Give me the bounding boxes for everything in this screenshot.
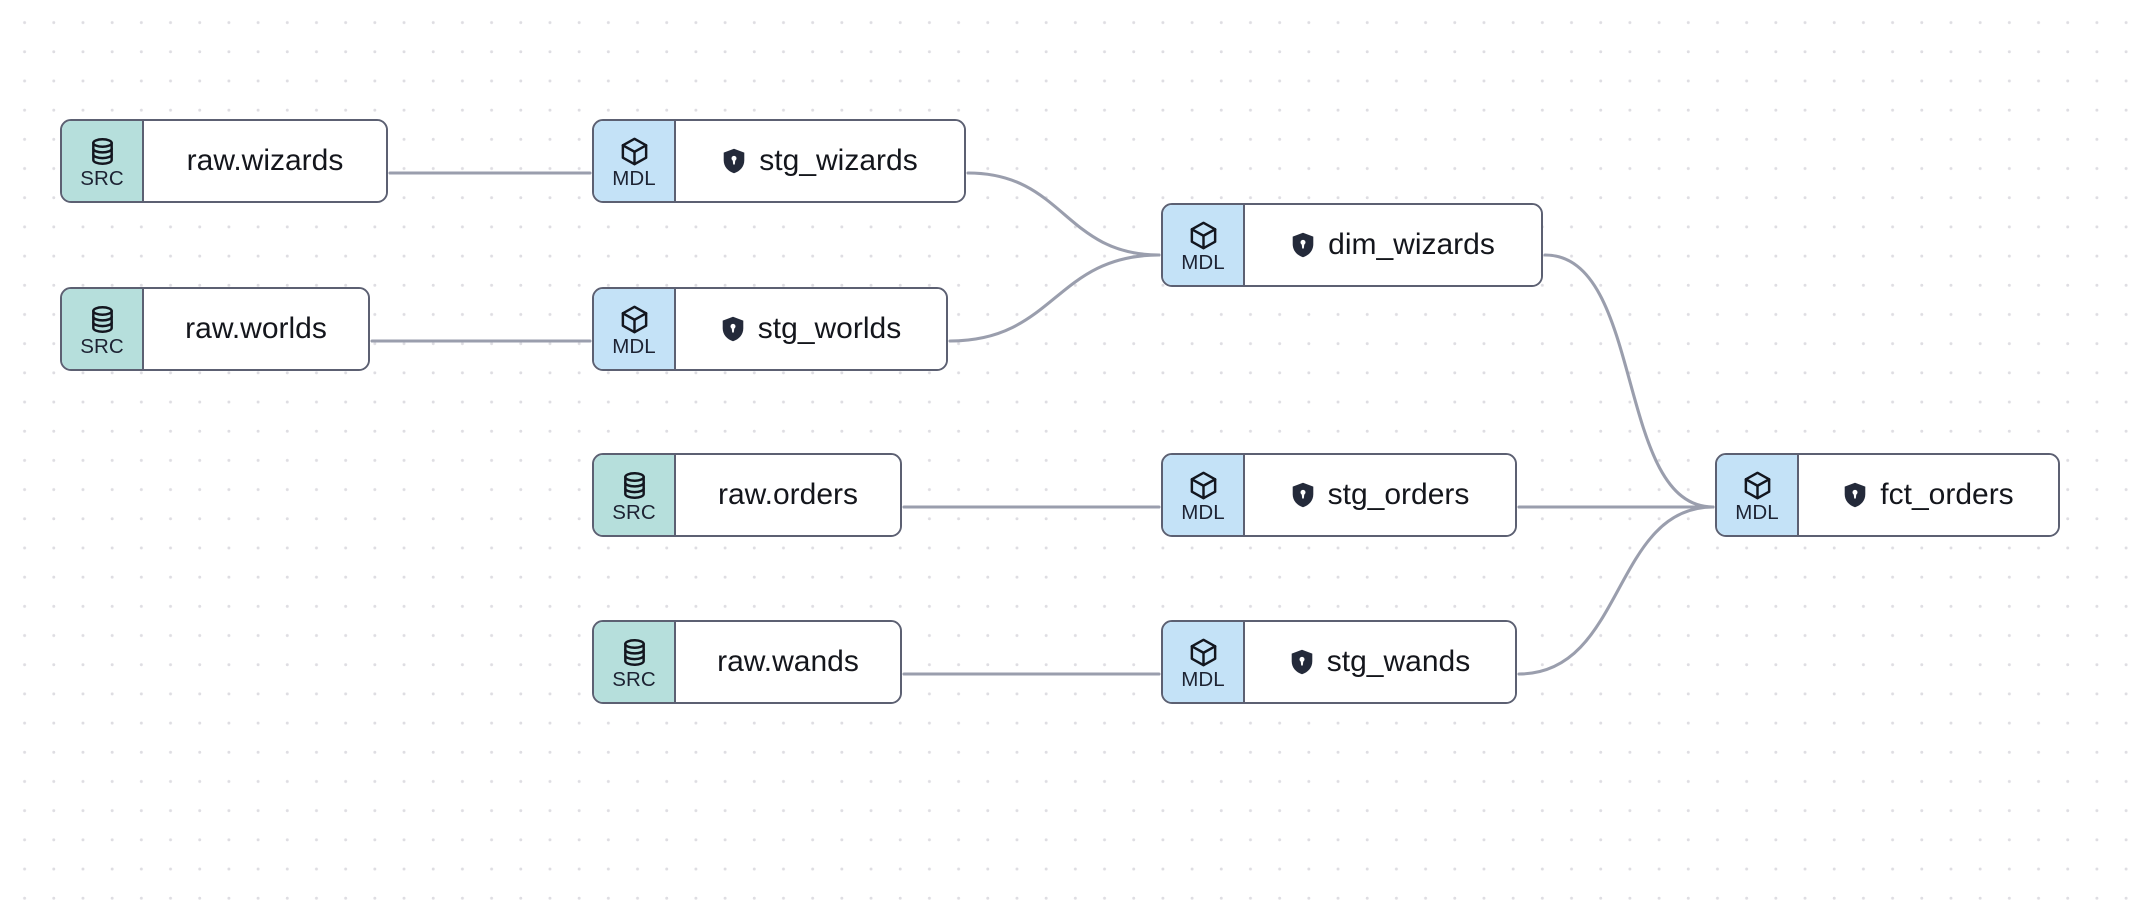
cube-icon	[1742, 470, 1773, 501]
shield-lock-icon	[1291, 482, 1315, 508]
cube-icon	[1188, 220, 1219, 251]
node-badge-mdl: MDL	[1163, 455, 1245, 535]
node-label: stg_wands	[1326, 645, 1471, 678]
node-badge-label: MDL	[1181, 668, 1225, 692]
shield-lock-icon	[721, 316, 745, 342]
node-badge-label: MDL	[612, 167, 656, 191]
cube-icon	[619, 304, 650, 335]
edge-dim_wizards-to-fct_orders[interactable]	[1543, 253, 1715, 509]
node-badge-label: SRC	[612, 501, 656, 525]
node-raw_wizards[interactable]: SRC raw.wizards	[60, 119, 388, 203]
node-badge-label: SRC	[612, 668, 656, 692]
node-stg_wands[interactable]: MDL stg_wands	[1161, 620, 1517, 704]
database-icon	[619, 637, 650, 668]
edge-stg_worlds-to-dim_wizards[interactable]	[948, 253, 1161, 343]
database-icon	[87, 136, 118, 167]
node-fct_orders[interactable]: MDL fct_orders	[1715, 453, 2060, 537]
node-label: stg_wizards	[759, 144, 918, 177]
node-badge-label: MDL	[1181, 501, 1225, 525]
edge-stg_wands-to-fct_orders[interactable]	[1517, 505, 1715, 676]
node-label: raw.wizards	[186, 144, 344, 177]
node-body: stg_wizards	[676, 121, 964, 201]
node-badge-label: MDL	[1181, 251, 1225, 275]
node-label: dim_wizards	[1328, 228, 1495, 261]
node-body: raw.orders	[676, 455, 900, 535]
node-label: raw.orders	[717, 478, 859, 511]
node-dim_wizards[interactable]: MDL dim_wizards	[1161, 203, 1543, 287]
node-label: stg_worlds	[757, 312, 902, 345]
node-badge-mdl: MDL	[1717, 455, 1799, 535]
node-body: dim_wizards	[1245, 205, 1541, 285]
node-stg_worlds[interactable]: MDL stg_worlds	[592, 287, 948, 371]
node-stg_wizards[interactable]: MDL stg_wizards	[592, 119, 966, 203]
node-badge-src: SRC	[62, 121, 144, 201]
shield-lock-icon	[1843, 482, 1867, 508]
node-body: raw.wizards	[144, 121, 386, 201]
node-body: raw.worlds	[144, 289, 368, 369]
node-badge-label: MDL	[612, 335, 656, 359]
database-icon	[87, 304, 118, 335]
edge-stg_wizards-to-dim_wizards[interactable]	[966, 171, 1161, 257]
node-raw_wands[interactable]: SRC raw.wands	[592, 620, 902, 704]
node-label: stg_orders	[1327, 478, 1470, 511]
node-badge-label: SRC	[80, 167, 124, 191]
node-badge-src: SRC	[62, 289, 144, 369]
node-badge-mdl: MDL	[1163, 205, 1245, 285]
node-label: fct_orders	[1880, 478, 2014, 511]
node-body: fct_orders	[1799, 455, 2058, 535]
cube-icon	[619, 136, 650, 167]
shield-lock-icon	[1291, 232, 1315, 258]
node-stg_orders[interactable]: MDL stg_orders	[1161, 453, 1517, 537]
cube-icon	[1188, 637, 1219, 668]
node-body: stg_wands	[1245, 622, 1515, 702]
shield-lock-icon	[722, 148, 746, 174]
node-body: raw.wands	[676, 622, 900, 702]
node-raw_worlds[interactable]: SRC raw.worlds	[60, 287, 370, 371]
node-label: raw.wands	[717, 645, 859, 678]
node-badge-src: SRC	[594, 622, 676, 702]
node-body: stg_orders	[1245, 455, 1515, 535]
node-badge-label: SRC	[80, 335, 124, 359]
node-badge-mdl: MDL	[1163, 622, 1245, 702]
node-badge-src: SRC	[594, 455, 676, 535]
database-icon	[619, 470, 650, 501]
node-body: stg_worlds	[676, 289, 946, 369]
node-raw_orders[interactable]: SRC raw.orders	[592, 453, 902, 537]
shield-lock-icon	[1290, 649, 1314, 675]
cube-icon	[1188, 470, 1219, 501]
node-badge-mdl: MDL	[594, 289, 676, 369]
node-badge-mdl: MDL	[594, 121, 676, 201]
node-label: raw.worlds	[185, 312, 327, 345]
node-badge-label: MDL	[1735, 501, 1779, 525]
